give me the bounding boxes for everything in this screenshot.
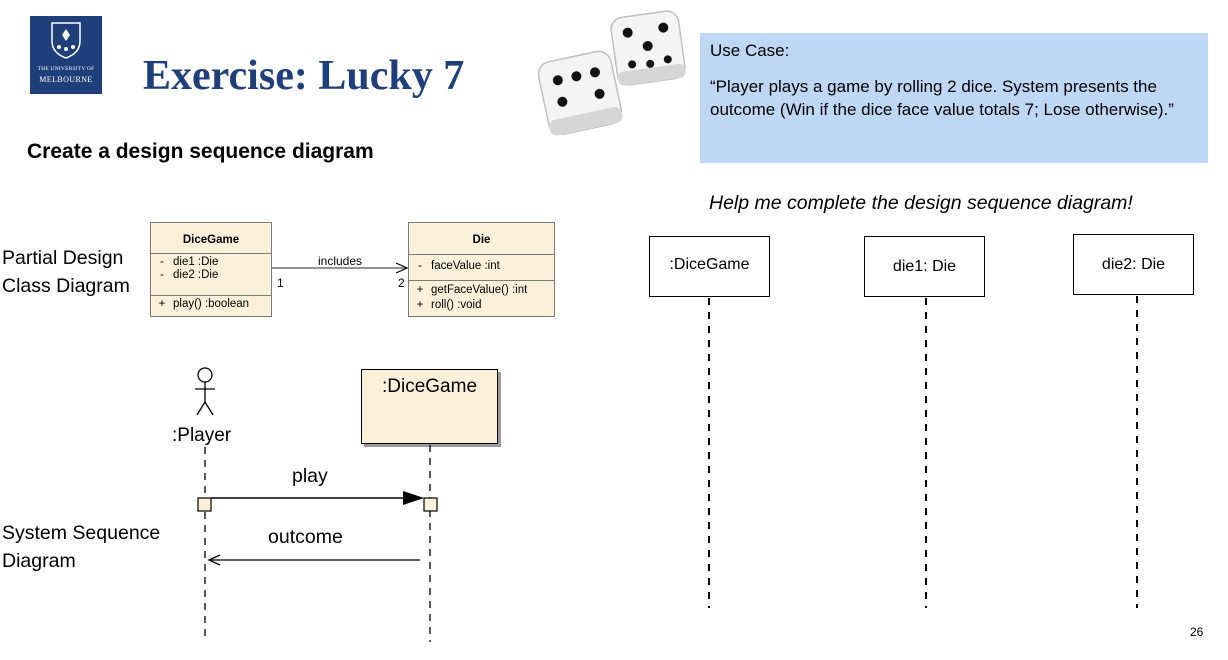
page-number: 26 (1190, 625, 1204, 639)
help-text: Help me complete the design sequence dia… (709, 192, 1133, 214)
use-case-text: “Player plays a game by rolling 2 dice. … (710, 76, 1174, 120)
subtitle: Create a design sequence diagram (27, 140, 374, 163)
class-die-operations: + getFaceValue() :int + roll() :void (409, 281, 554, 314)
use-case-title: Use Case: (710, 41, 790, 60)
attribute-visibility: - (160, 269, 164, 281)
class-die-attributes: -faceValue :int (409, 255, 554, 281)
lifeline-box-dicegame: :DiceGame (649, 236, 770, 297)
university-logo: THE UNIVERSITY OF MELBOURNE (30, 16, 102, 94)
system-sequence-label-line1: System Sequence (2, 522, 161, 544)
association-target-multiplicity: 2 (398, 276, 405, 290)
attribute-facevalue: faceValue :int (431, 260, 500, 272)
crest-icon (51, 22, 81, 59)
class-dicegame-attributes: -die1 :Die -die2 :Die (151, 254, 271, 296)
activation-player (197, 497, 212, 512)
association-label: includes (318, 254, 363, 268)
lifeline-box-die2: die2: Die (1073, 234, 1194, 295)
message-outcome-arrowhead (207, 554, 221, 566)
ssd-object-dicegame-label: :DiceGame (381, 376, 478, 397)
actor-player-label: :Player (172, 425, 232, 446)
lifeline-label-die2: die2: Die (1101, 256, 1166, 273)
system-sequence-label: System Sequence Diagram (2, 519, 160, 575)
activation-dicegame (423, 497, 438, 512)
class-die-name: Die (409, 223, 554, 255)
class-dicegame-name: DiceGame (151, 223, 271, 254)
attribute-die1: die1 :Die (173, 256, 219, 268)
partial-design-label: Partial Design Class Diagram (2, 244, 130, 300)
actor-stick-figure-icon (195, 367, 215, 416)
lifeline-box-die1: die1: Die (864, 236, 985, 297)
class-dicegame: DiceGame -die1 :Die -die2 :Die + play() :… (150, 222, 272, 317)
use-case-box: Use Case: “Player plays a game by rollin… (700, 33, 1208, 163)
logo-line-2: MELBOURNE (39, 75, 93, 84)
lifeline-label-die1: die1: Die (892, 258, 957, 275)
association-source-multiplicity: 1 (277, 276, 284, 290)
ssd-object-dicegame: :DiceGame (361, 369, 498, 444)
operation-getfacevalue: getFaceValue() :int (431, 284, 528, 296)
operation-play: play() :boolean (173, 298, 250, 310)
message-outcome-label: outcome (268, 526, 343, 548)
operation-visibility: + (416, 284, 424, 296)
class-dicegame-operations: + play() :boolean (151, 296, 271, 312)
attribute-die2: die2 :Die (173, 269, 219, 281)
lifeline-label-dicegame: :DiceGame (669, 256, 750, 273)
attribute-visibility: - (418, 260, 422, 272)
logo-line-1: THE UNIVERSITY OF (37, 66, 95, 72)
operation-visibility: + (158, 298, 166, 310)
message-play-label: play (292, 465, 328, 487)
system-sequence-label-line2: Diagram (2, 550, 76, 572)
operation-visibility: + (416, 299, 424, 311)
partial-design-label-line1: Partial Design (2, 247, 124, 269)
dice-icon (538, 10, 686, 136)
message-play-arrowhead (403, 491, 424, 505)
class-die: Die -faceValue :int + getFaceValue() :int… (408, 222, 555, 317)
attribute-visibility: - (160, 256, 164, 268)
page-title: Exercise: Lucky 7 (143, 53, 465, 99)
operation-roll: roll() :void (431, 299, 482, 311)
partial-design-label-line2: Class Diagram (2, 275, 130, 297)
